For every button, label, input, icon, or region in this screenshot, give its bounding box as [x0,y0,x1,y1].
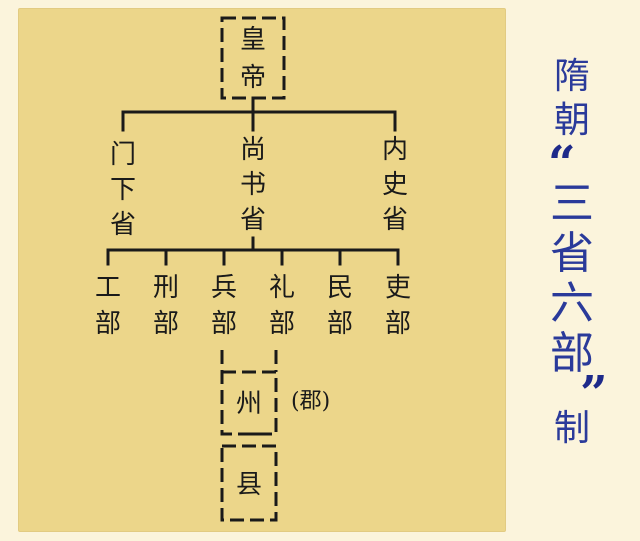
ministry-char: 民 [327,273,353,303]
province-shangshu: 尚 书 省 [240,135,266,235]
province-char: 省 [382,205,408,235]
province-char: 门 [110,140,136,170]
ministry-char: 部 [211,309,237,339]
ministry-char: 工 [95,273,121,303]
ministry-xing: 刑 部 [153,273,179,339]
emperor-char-1: 皇 [240,25,266,55]
title-char: 省 [550,228,594,279]
province-char: 内 [382,135,408,165]
ministry-gong: 工 部 [95,273,121,339]
title-char: 六 [550,278,594,329]
province-char: 史 [382,170,408,200]
title-char: 朝 [554,100,590,141]
xian-label: 县 [236,470,262,500]
ministry-char: 部 [269,309,295,339]
province-menxia: 门 下 省 [110,140,136,240]
province-char: 尚 [240,135,266,165]
emperor-char-2: 帝 [240,63,266,93]
ministry-char: 兵 [211,273,237,303]
title-char: 隋 [554,56,590,97]
ministry-bing: 兵 部 [211,273,237,339]
ministry-char: 部 [327,309,353,339]
close-quote: ” [580,366,608,422]
province-neishi: 内 史 省 [382,135,408,235]
ministry-char: 部 [385,309,411,339]
xian-box [220,444,278,522]
ministry-char: 刑 [153,273,179,303]
ministry-li2: 吏 部 [385,273,411,339]
ministry-char: 部 [95,309,121,339]
zhou-label: 州 [236,389,262,419]
ministry-min: 民 部 [327,273,353,339]
open-quote: “ [548,136,576,192]
ministry-li: 礼 部 [269,273,295,339]
title-char: 三 [550,178,594,229]
title-char: 制 [554,408,590,449]
ministry-char: 吏 [385,273,411,303]
jun-label: (郡) [291,389,330,414]
province-char: 省 [110,210,136,240]
province-char: 下 [110,175,136,205]
province-char: 省 [240,205,266,235]
province-char: 书 [240,170,266,200]
title-char: 部 [550,328,594,379]
ministry-char: 部 [153,309,179,339]
ministry-char: 礼 [269,273,295,303]
